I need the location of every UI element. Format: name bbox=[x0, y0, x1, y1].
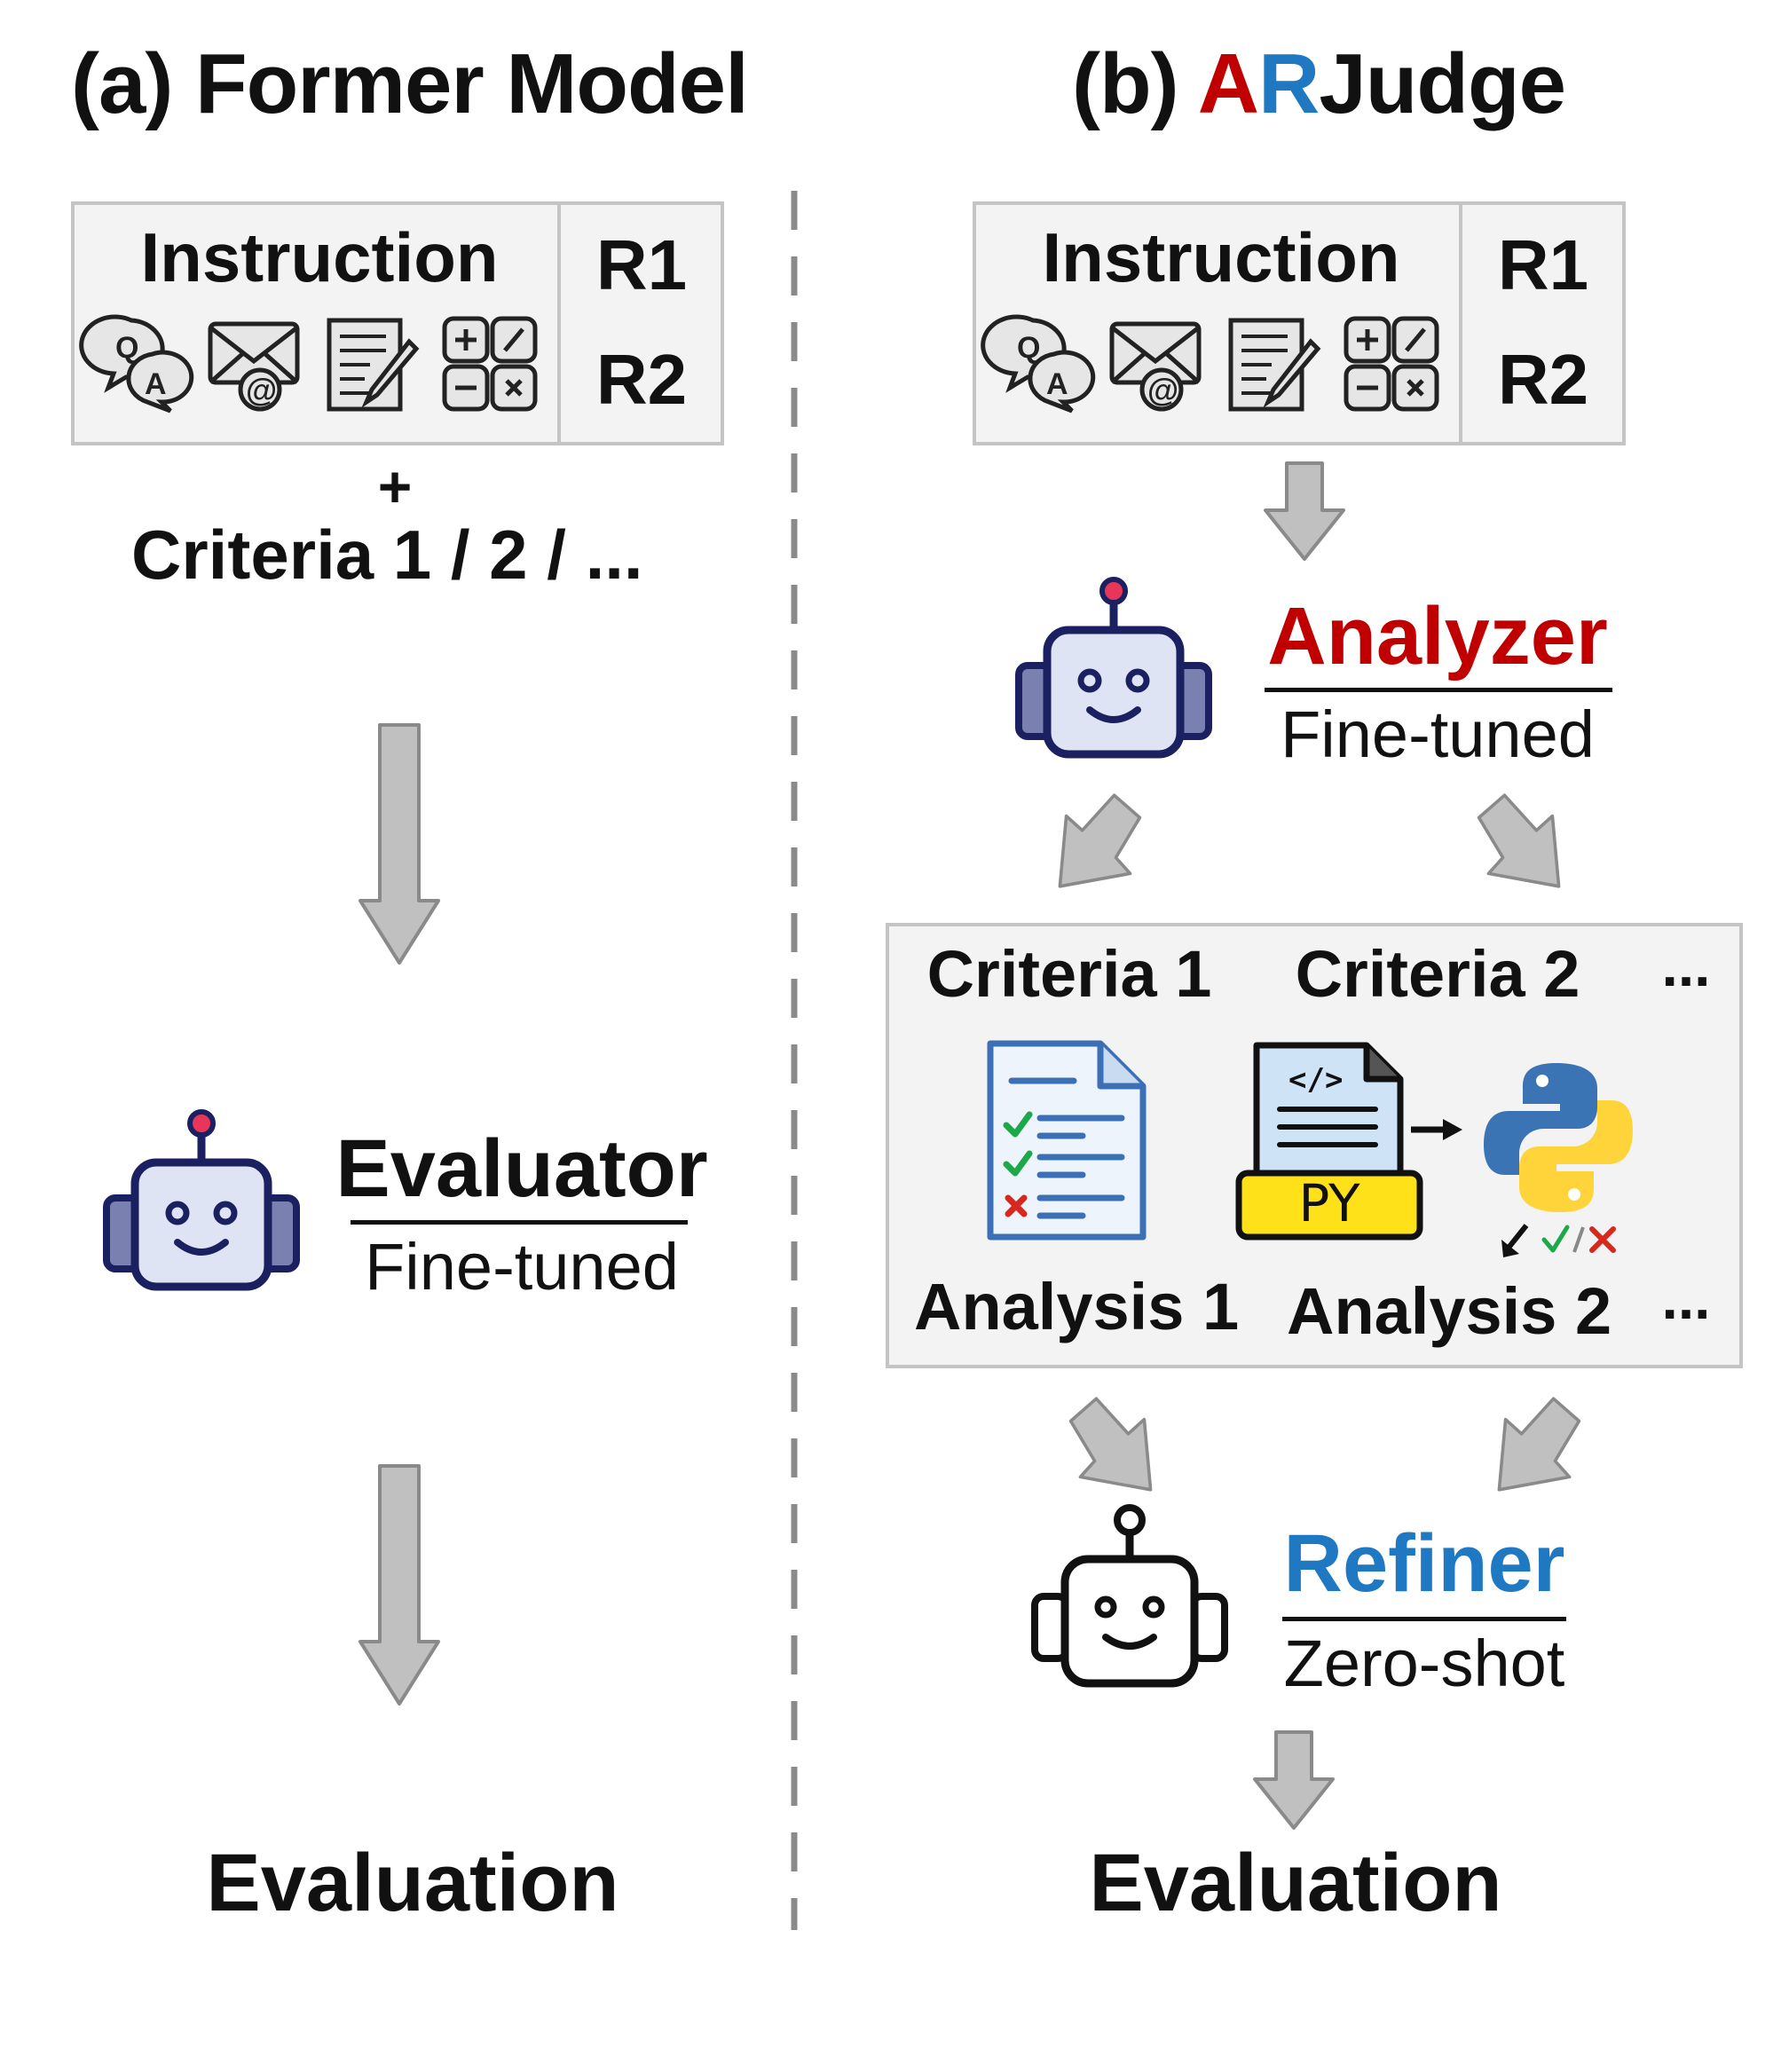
svg-text:Q: Q bbox=[115, 331, 138, 365]
left-input-divider bbox=[557, 205, 561, 442]
python-file-icon: </> PY bbox=[1235, 1042, 1423, 1241]
left-criteria-label: Criteria 1 / 2 / ... bbox=[131, 516, 643, 594]
robot-icon bbox=[103, 1109, 300, 1291]
email-icon: @ bbox=[1109, 321, 1202, 412]
qa-icon: Q A bbox=[981, 314, 1096, 414]
evaluator-label: Evaluator bbox=[335, 1123, 708, 1214]
python-logo-icon bbox=[1484, 1063, 1633, 1212]
analyzer-label: Analyzer bbox=[1267, 591, 1608, 681]
right-r2-label: R2 bbox=[1497, 340, 1589, 419]
svg-text:@: @ bbox=[1147, 372, 1178, 408]
small-right-arrow bbox=[1411, 1119, 1462, 1140]
left-instruction-label: Instruction bbox=[140, 218, 499, 296]
analysis2-label: Analysis 2 bbox=[1287, 1274, 1612, 1348]
diagonal-arrow-4 bbox=[1497, 1397, 1581, 1492]
diagonal-arrow-2 bbox=[1477, 793, 1561, 888]
svg-text:Q: Q bbox=[1017, 331, 1040, 365]
analysis-more-ellipsis: ... bbox=[1661, 1265, 1711, 1331]
down-arrow-4 bbox=[1253, 1730, 1335, 1830]
analyzer-underline bbox=[1265, 688, 1612, 692]
svg-text:</>: </> bbox=[1288, 1062, 1343, 1098]
evaluator-mode-label: Fine-tuned bbox=[365, 1230, 679, 1304]
writing-icon bbox=[327, 318, 420, 412]
down-arrow-1 bbox=[359, 723, 440, 965]
left-panel-title: (a) Former Model bbox=[71, 36, 749, 131]
svg-text:A: A bbox=[1046, 367, 1068, 401]
svg-text:@: @ bbox=[246, 372, 277, 408]
calculator-icon bbox=[1344, 316, 1439, 412]
analysis1-label: Analysis 1 bbox=[914, 1270, 1240, 1343]
checklist-document-icon bbox=[987, 1040, 1147, 1241]
robot-icon bbox=[1031, 1504, 1228, 1688]
left-r1-label: R1 bbox=[595, 225, 688, 304]
down-arrow-2 bbox=[359, 1464, 440, 1706]
criteria-more-ellipsis: ... bbox=[1661, 933, 1711, 998]
down-arrow-3 bbox=[1264, 461, 1345, 561]
result-check-cross-icon bbox=[1501, 1224, 1616, 1257]
writing-icon bbox=[1228, 318, 1321, 412]
right-instruction-label: Instruction bbox=[1042, 218, 1400, 296]
evaluator-underline bbox=[351, 1220, 688, 1225]
right-r1-label: R1 bbox=[1497, 225, 1589, 304]
refiner-mode-label: Zero-shot bbox=[1283, 1627, 1565, 1700]
diagonal-arrow-1 bbox=[1058, 793, 1142, 888]
plus-sign: + bbox=[377, 453, 413, 519]
right-evaluation-label: Evaluation bbox=[1089, 1838, 1502, 1928]
left-r2-label: R2 bbox=[595, 340, 688, 419]
py-label: PY bbox=[1298, 1173, 1360, 1233]
left-evaluation-label: Evaluation bbox=[206, 1838, 619, 1928]
robot-icon bbox=[1015, 577, 1212, 759]
right-panel-title: (b) ARJudge bbox=[1072, 36, 1566, 131]
criteria1-label: Criteria 1 bbox=[926, 937, 1212, 1011]
right-input-divider bbox=[1459, 205, 1462, 442]
criteria2-label: Criteria 2 bbox=[1295, 937, 1580, 1011]
svg-text:A: A bbox=[145, 367, 167, 401]
refiner-underline bbox=[1282, 1617, 1566, 1621]
diagonal-arrow-3 bbox=[1068, 1397, 1153, 1492]
panel-divider bbox=[791, 191, 798, 1930]
qa-icon: Q A bbox=[79, 314, 194, 414]
refiner-label: Refiner bbox=[1283, 1518, 1565, 1609]
email-icon: @ bbox=[208, 321, 300, 412]
calculator-icon bbox=[442, 316, 538, 412]
analyzer-mode-label: Fine-tuned bbox=[1281, 697, 1595, 771]
